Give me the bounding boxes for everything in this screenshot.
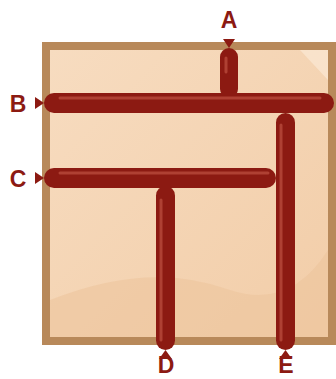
- highlight: [60, 172, 268, 175]
- highlight: [160, 200, 163, 340]
- sausage-d: [156, 186, 175, 350]
- sausage-knot: [35, 172, 44, 184]
- sausage-e: [276, 113, 295, 350]
- sausage-knot: [223, 39, 235, 48]
- end-letter: E: [278, 354, 293, 377]
- sausage-b: [44, 93, 334, 113]
- highlight: [280, 125, 283, 340]
- board-glare: [300, 50, 328, 80]
- highlight: [60, 97, 320, 100]
- highlight: [225, 58, 228, 72]
- sausage-a: [220, 48, 238, 98]
- sausage-c: [44, 168, 276, 188]
- end-letter: B: [10, 93, 27, 116]
- end-letter: C: [10, 168, 27, 191]
- sausage-knot: [35, 97, 44, 109]
- end-letter: D: [158, 354, 175, 377]
- sausage-highlights: [60, 58, 320, 340]
- sausages: [35, 39, 334, 359]
- end-letter: A: [221, 9, 238, 32]
